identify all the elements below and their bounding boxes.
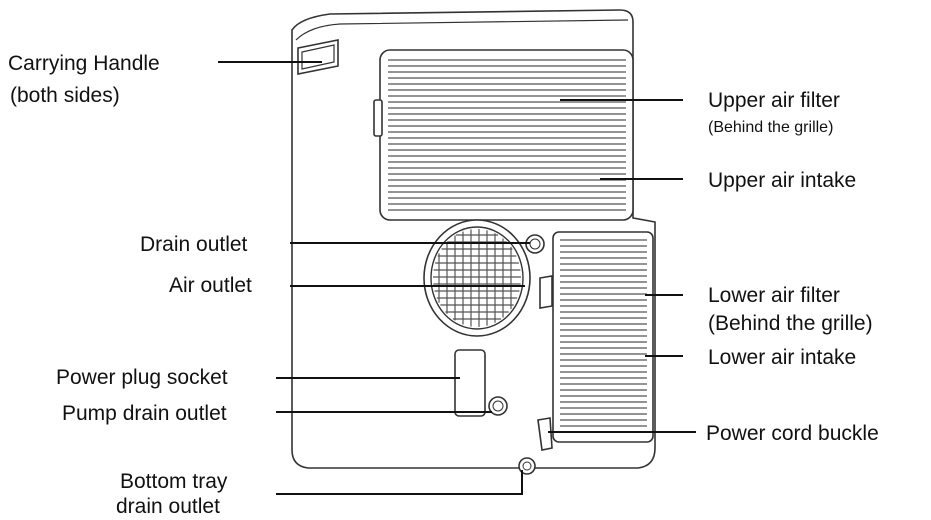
label-lower-air-filter-note: (Behind the grille) — [708, 312, 873, 335]
label-upper-air-filter: Upper air filter — [708, 89, 840, 112]
air-outlet-grille — [423, 219, 531, 337]
label-bottom-tray-line2: drain outlet — [116, 495, 220, 518]
lower-grille — [539, 231, 654, 443]
power-plug-socket — [454, 349, 486, 417]
label-upper-air-filter-note: (Behind the grille) — [708, 119, 833, 136]
label-carrying-handle: Carrying Handle — [8, 52, 160, 75]
carrying-handle — [297, 39, 339, 75]
label-pump-drain-outlet: Pump drain outlet — [62, 402, 227, 425]
label-lower-air-intake: Lower air intake — [708, 346, 856, 369]
label-power-plug-socket: Power plug socket — [56, 366, 228, 389]
label-carrying-handle-note: (both sides) — [10, 84, 120, 107]
pump-drain-outlet-knob — [488, 396, 508, 416]
label-bottom-tray-line1: Bottom tray — [120, 470, 228, 493]
label-air-outlet: Air outlet — [169, 274, 252, 297]
unit-top-edge — [295, 19, 629, 41]
leader-lines — [218, 61, 696, 495]
label-power-cord-buckle: Power cord buckle — [706, 422, 879, 445]
upper-grille — [373, 49, 634, 221]
label-lower-air-filter: Lower air filter — [708, 284, 840, 307]
power-cord-buckle — [537, 417, 553, 451]
label-drain-outlet: Drain outlet — [140, 233, 248, 256]
label-upper-air-intake: Upper air intake — [708, 169, 856, 192]
